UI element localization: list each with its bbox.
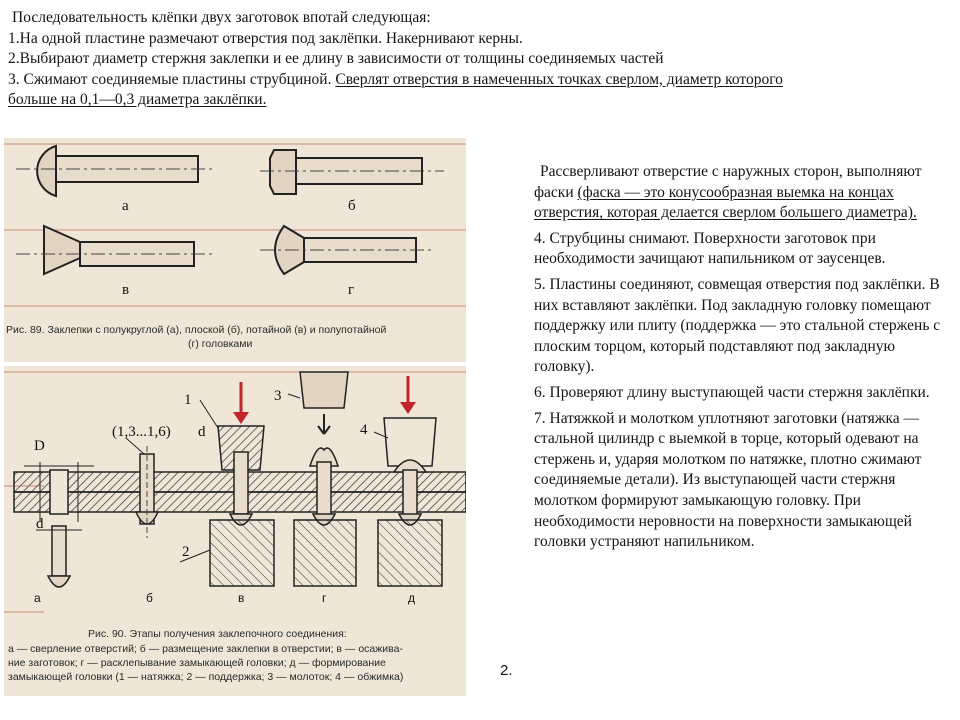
figure-90: D d а (1,3...1,6) d б 1 2 в <box>4 366 466 696</box>
paragraph-chamfer-plain: Рассверливают отверстие с наружных сторо… <box>534 163 922 201</box>
fig90-caption-line-1: Рис. 90. Этапы получения заклепочного со… <box>88 628 347 640</box>
fig90-label-2: 2 <box>182 544 190 560</box>
fig90-stage-g <box>287 371 357 587</box>
fig90-stage-a: а <box>34 591 41 605</box>
intro-line-3-plain: 3. Сжимают соединяемые пластины струбцин… <box>8 70 336 88</box>
paragraph-step-5: 5. Пластины соединяют, совмещая отверсти… <box>534 275 941 376</box>
rivet-flat-head <box>260 149 444 195</box>
fig89-label-a: а <box>122 198 129 214</box>
rivet-semi-countersunk-head <box>260 224 434 276</box>
page-number: 2. <box>500 662 513 679</box>
fig89-caption-line-1: Рис. 89. Заклепки с полукруглой (а), пло… <box>6 324 387 336</box>
paragraph-chamfer: Рассверливают отверстие с наружных сторо… <box>534 162 954 224</box>
fig90-stage-d: д <box>408 591 415 605</box>
intro-line-4: больше на 0,1—0,3 диаметра заклёпки. <box>8 90 948 111</box>
fig90-label-range: (1,3...1,6) <box>112 424 171 440</box>
intro-line-2: 2.Выбирают диаметр стержня заклепки и ее… <box>8 50 664 67</box>
fig90-stage-b: б <box>146 591 153 605</box>
figure-89: а б в г Рис. 89. Заклепки с полукруглой … <box>4 138 466 362</box>
fig90-caption-line-3: ние заготовок; г — расклепывание замыкаю… <box>8 657 386 669</box>
paragraph-step-6: 6. Проверяют длину выступающей части сте… <box>534 383 930 401</box>
rivet-countersunk-head <box>16 224 214 276</box>
fig90-stage-d <box>373 376 443 587</box>
paragraph-step-7: 7. Натяжкой и молотком уплотняют заготов… <box>534 409 922 551</box>
right-column-text: Рассверливают отверстие с наружных сторо… <box>534 162 954 558</box>
rivet-round-head <box>16 144 216 198</box>
fig90-caption-line-4: замыкающей головки (1 — натяжка; 2 — под… <box>8 671 404 683</box>
paragraph-chamfer-underlined: (фаска — это конусообразная выемка на ко… <box>534 183 917 222</box>
intro-line-3-underlined: Сверлят отверстия в намеченных точках св… <box>335 70 783 88</box>
intro-text: Последовательность клёпки двух заготовок… <box>8 8 948 111</box>
fig89-label-g: г <box>348 282 354 298</box>
figure-89-drawing: а б в г <box>4 143 466 307</box>
fig89-label-b: б <box>348 198 356 214</box>
fig90-label-3: 3 <box>274 388 282 404</box>
fig89-label-v: в <box>122 282 129 298</box>
intro-line-1: 1.На одной пластине размечают отверстия … <box>8 29 523 47</box>
fig90-stage-v <box>179 382 275 587</box>
fig90-stage-g: г <box>322 591 327 605</box>
intro-line-4-underlined: больше на 0,1—0,3 диаметра заклёпки. <box>8 91 267 108</box>
fig90-label-1: 1 <box>184 392 192 408</box>
fig90-label-d: d <box>36 516 44 532</box>
fig90-caption-line-2: а — сверление отверстий; б — размещение … <box>8 643 403 655</box>
paragraph-step-4: 4. Струбцины снимают. Поверхности загото… <box>534 229 886 268</box>
fig90-label-4: 4 <box>360 422 368 438</box>
intro-line-0: Последовательность клёпки двух заготовок… <box>12 9 431 26</box>
fig90-label-d2: d <box>198 424 206 440</box>
intro-line-3: 3. Сжимают соединяемые пластины струбцин… <box>8 70 948 91</box>
fig90-stage-v: в <box>238 591 244 605</box>
fig90-label-D: D <box>34 438 45 454</box>
figure-90-drawing: D d а (1,3...1,6) d б 1 2 в <box>4 371 466 613</box>
fig89-caption-line-2: (г) головками <box>188 338 253 350</box>
fig90-stage-a-rivet <box>24 462 94 588</box>
fig90-stage-b-rivet <box>125 437 160 538</box>
